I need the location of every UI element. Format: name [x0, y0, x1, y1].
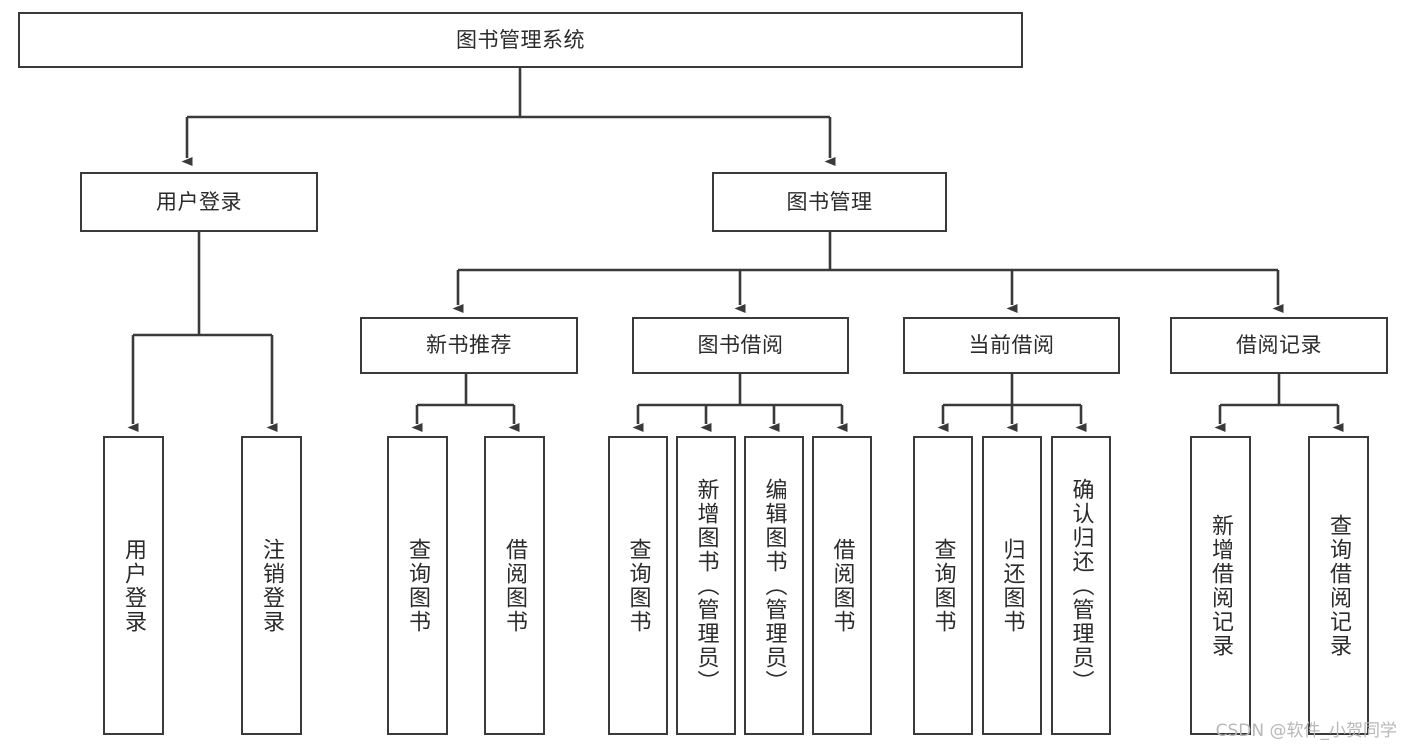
node-book-management-label: 图书管理 [786, 189, 873, 214]
leaf-node[interactable]: 用户登录 [103, 436, 164, 735]
leaf-node-label: 查询图书 [930, 537, 956, 634]
leaf-node-label: 用户登录 [121, 537, 147, 634]
leaf-node[interactable]: 确认归还（管理员） [1051, 436, 1111, 735]
node-borrow-record-label: 借阅记录 [1236, 333, 1322, 358]
leaf-node-label: 借阅图书 [502, 537, 528, 634]
leaf-node-label: 查询借阅记录 [1326, 513, 1352, 658]
csdn-watermark: CSDN @软件_小贺同学 [1215, 721, 1397, 741]
node-book-management[interactable]: 图书管理 [712, 172, 947, 232]
node-borrow-record[interactable]: 借阅记录 [1170, 317, 1388, 374]
leaf-node[interactable]: 查询借阅记录 [1308, 436, 1369, 735]
leaf-node[interactable]: 查询图书 [608, 436, 668, 735]
leaf-node-label: 新增图书（管理员） [693, 477, 719, 694]
node-book-borrow-label: 图书借阅 [697, 333, 784, 358]
node-user-login-label: 用户登录 [156, 189, 242, 214]
node-current-borrow-label: 当前借阅 [968, 333, 1055, 358]
leaf-node[interactable]: 归还图书 [982, 436, 1042, 735]
leaf-node[interactable]: 新增图书（管理员） [676, 436, 736, 735]
node-book-borrow[interactable]: 图书借阅 [632, 317, 849, 374]
node-root[interactable]: 图书管理系统 [18, 12, 1023, 68]
leaf-node[interactable]: 查询图书 [387, 436, 448, 735]
leaf-node[interactable]: 借阅图书 [812, 436, 872, 735]
node-new-book-recommend-label: 新书推荐 [426, 333, 512, 358]
leaf-node[interactable]: 查询图书 [913, 436, 973, 735]
leaf-node-label: 注销登录 [259, 537, 285, 634]
leaf-node[interactable]: 注销登录 [241, 436, 302, 735]
leaf-node-label: 新增借阅记录 [1208, 513, 1234, 658]
node-user-login[interactable]: 用户登录 [80, 172, 318, 232]
leaf-node-label: 归还图书 [999, 537, 1025, 634]
leaf-node[interactable]: 新增借阅记录 [1190, 436, 1251, 735]
leaf-node-label: 查询图书 [625, 537, 651, 634]
leaf-node-label: 查询图书 [405, 537, 431, 634]
node-root-label: 图书管理系统 [456, 27, 585, 52]
leaf-node[interactable]: 编辑图书（管理员） [744, 436, 804, 735]
leaf-node[interactable]: 借阅图书 [484, 436, 545, 735]
node-new-book-recommend[interactable]: 新书推荐 [360, 317, 578, 374]
leaf-node-label: 借阅图书 [829, 537, 855, 634]
leaf-node-label: 确认归还（管理员） [1068, 477, 1094, 694]
node-current-borrow[interactable]: 当前借阅 [903, 317, 1120, 374]
leaf-node-label: 编辑图书（管理员） [761, 477, 787, 694]
